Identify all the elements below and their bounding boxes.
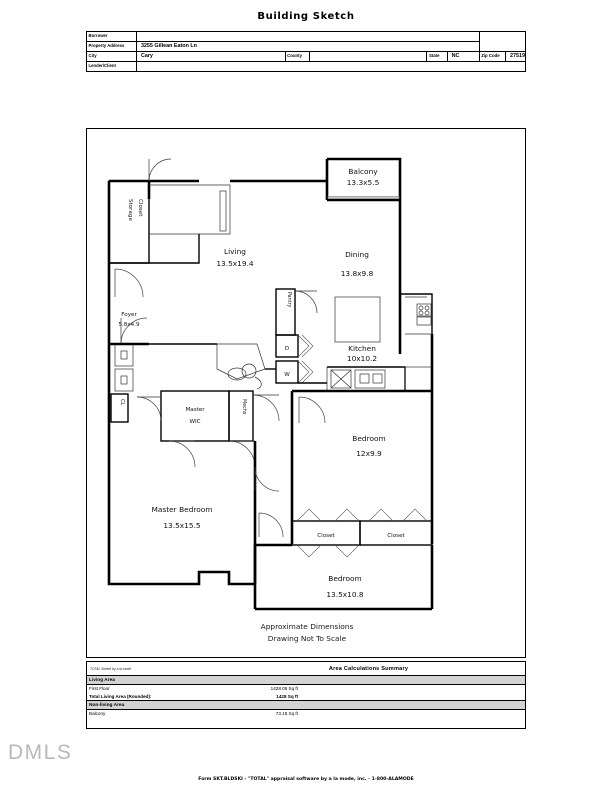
sketch-frame: Balcony 13.3x5.5 Storage Closet [86,128,526,658]
lender-client-label: Lender/Client [86,61,137,72]
closet-pantry: Pantry [275,288,318,336]
floor-plan-drawing: Balcony 13.3x5.5 Storage Closet [107,157,434,611]
zip-value: 27519 [505,51,526,62]
dining-dim: 13.8x9.8 [341,269,374,278]
non-living-area-header: Non-living Area [86,700,526,710]
property-header-table: Borrower Property Address 3255 Gillean E… [86,31,527,72]
state-label: State [426,51,448,62]
foyer-name: Foyer [121,312,137,318]
zip-label: Zip Code [478,51,507,62]
balcony-name: Balcony [348,167,378,176]
total-living-value: 1428 Sq ft [276,693,298,699]
sketch-credit-note: TOTAL Sketch by a la mode [86,661,210,676]
master-bedroom-dim: 13.5x15.5 [163,521,201,530]
storage-label: Storage [127,199,133,221]
washer-label: W [284,372,290,378]
dryer-label: D [285,346,289,352]
area-summary-title-row: TOTAL Sketch by a la mode Area Calculati… [86,661,526,676]
room-kitchen: Kitchen 10x10.2 [326,293,433,392]
section-header-living-area: Living Area [86,675,526,685]
area-calculations-summary-table: TOTAL Sketch by a la mode Area Calculati… [86,661,526,729]
closet-right-label: Closet [387,533,405,539]
city-value: Cary [135,51,286,62]
property-address-label: Property Address [86,41,137,52]
section-header-non-living-area: Non-living Area [86,700,526,710]
area-row-balcony: Balcony 73.15 Sq ft [87,710,526,718]
header-row-address: Property Address 3255 Gillean Eaton Ln [86,41,526,52]
kitchen-dim: 10x10.2 [347,354,377,363]
interior-walls [109,343,327,384]
room-bedroom-3: Bedroom 13.5x10.8 [253,512,434,611]
area-summary-title: Area Calculations Summary [210,661,526,676]
form-footer-text: Form SKT.BLDSKI - "TOTAL" appraisal soft… [198,777,414,782]
closets-between-bedrooms: Closet Closet [291,508,433,558]
lender-client-value [135,61,527,72]
room-master-wic: Master WIC [136,390,230,468]
total-living-label: Total Living Area (Rounded): [89,693,152,699]
sketch-notes: Approximate Dimensions Drawing Not To Sc… [87,621,527,645]
property-address-value: 3255 Gillean Eaton Ln [135,41,480,52]
living-dim: 13.5x19.4 [216,259,254,268]
room-living: Living 13.5x19.4 [216,247,254,268]
room-dining: Dining 13.8x9.8 [341,250,374,278]
master-bedroom-name: Master Bedroom [151,505,212,514]
page-title: Building Sketch [257,11,355,22]
city-label: City [86,51,137,62]
closet-left-label: Closet [317,533,335,539]
living-name: Living [224,247,246,256]
pantry-label: Pantry [286,292,292,308]
area-row-first-floor: First Floor 1428.05 Sq ft [87,685,526,693]
balcony-dim: 13.3x5.5 [347,178,380,187]
closet-cl: CL [110,393,129,423]
master-wic-line1: Master [185,407,205,413]
master-bath-fixtures [114,343,266,392]
header-row-city: City Cary County State NC Zip Code 27519 [86,51,526,62]
bedroom2-dim: 12x9.9 [356,449,382,458]
balcony-area-value: 73.15 Sq ft [275,711,298,717]
mechs-label: Mechs [241,399,247,415]
room-storage-closet: Storage Closet [108,158,231,264]
room-master-bedroom: Master Bedroom 13.5x15.5 [107,344,280,586]
bedroom2-name: Bedroom [352,434,385,443]
note-approximate-dimensions: Approximate Dimensions [260,622,354,631]
cl-label: CL [119,399,125,405]
outer-walls-upper [107,179,402,354]
area-row-total-living: Total Living Area (Rounded): 1428 Sq ft [87,693,526,701]
state-value: NC [446,51,480,62]
borrower-label: Borrower [86,31,137,42]
balcony-area-label: Balcony [89,711,106,717]
living-area-header: Living Area [86,675,526,685]
kitchen-name: Kitchen [348,344,376,353]
master-wic-line2: WIC [189,419,200,425]
storage-closet-label: Closet [137,199,143,217]
borrower-value [135,31,480,42]
dmls-logo: DMLS [8,741,73,764]
dining-name: Dining [345,250,369,259]
county-value [308,51,428,62]
header-row-borrower: Borrower [86,31,526,42]
note-not-to-scale: Drawing Not To Scale [267,634,347,643]
first-floor-label: First Floor [89,686,110,692]
area-row-spacer [87,718,526,729]
bedroom3-name: Bedroom [328,574,361,583]
first-floor-value: 1428.05 Sq ft [270,686,298,692]
laundry-closet: D W [275,334,314,384]
room-balcony: Balcony 13.3x5.5 [325,157,402,201]
header-row-lender: Lender/Client [86,61,527,72]
room-foyer: Foyer 5.8x4.9 [109,262,149,345]
bedroom3-dim: 13.5x10.8 [326,590,364,599]
room-bedroom-2: Bedroom 12x9.9 [290,333,434,544]
county-label: County [284,51,310,62]
